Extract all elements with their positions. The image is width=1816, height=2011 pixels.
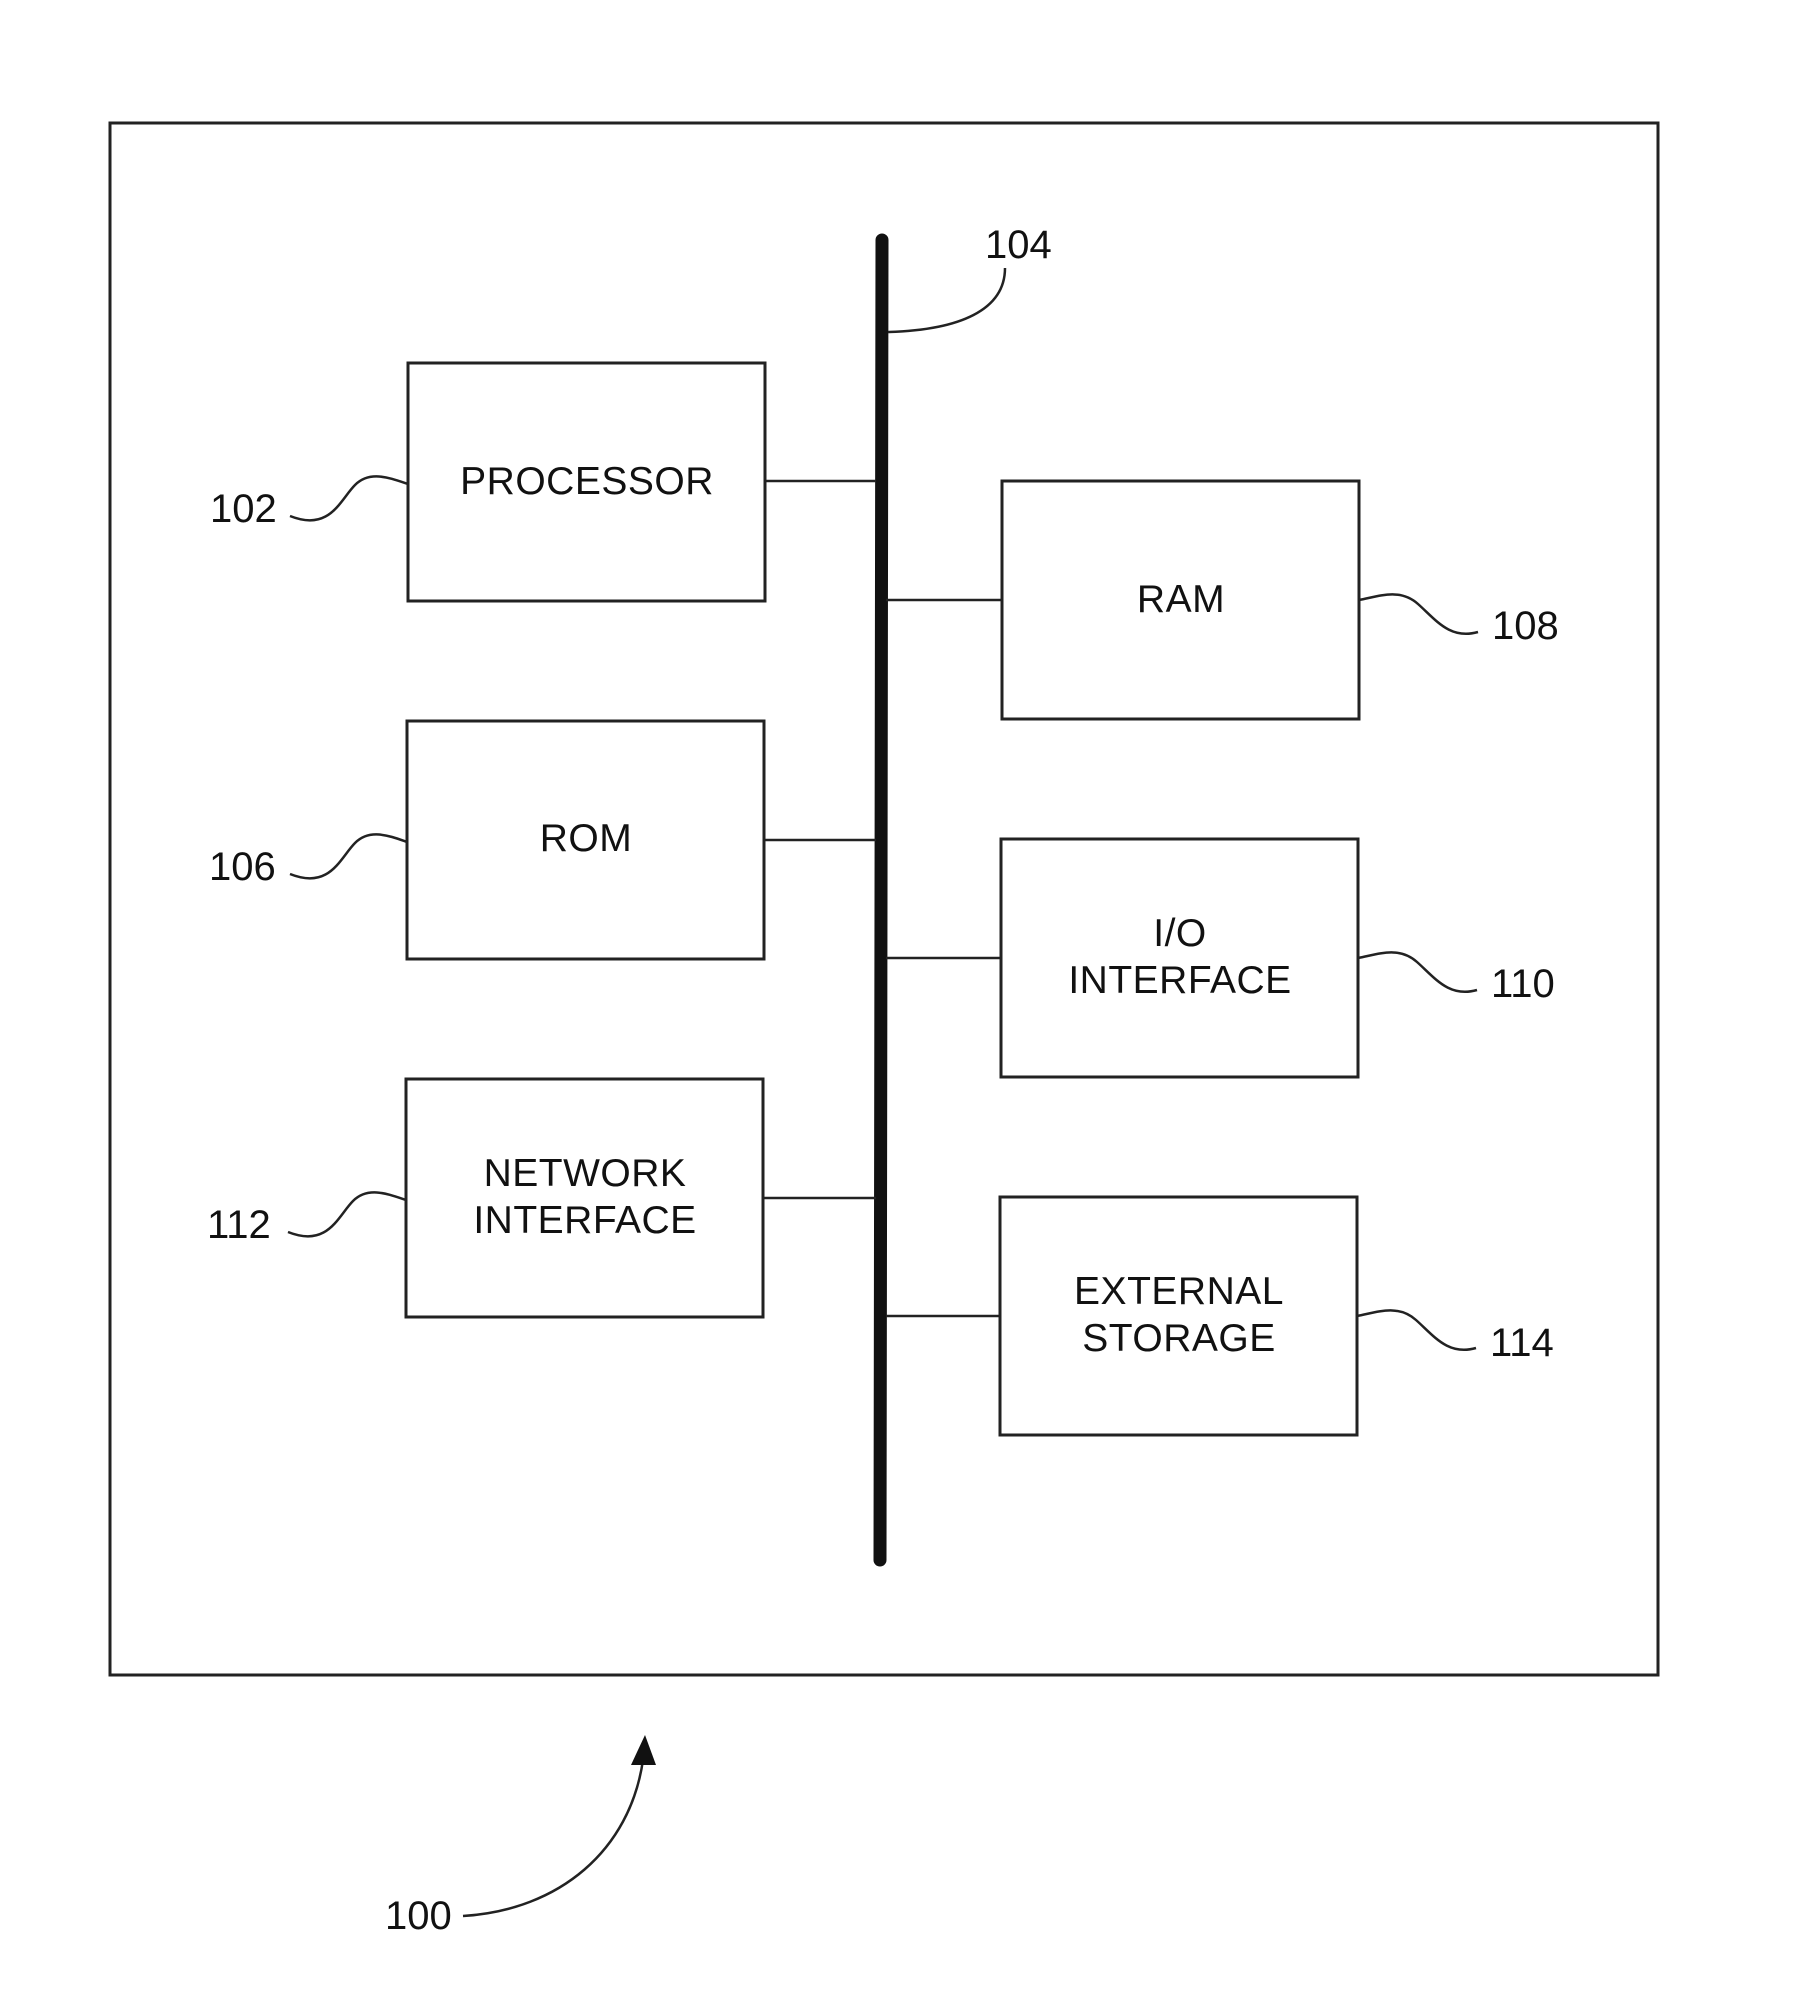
processor-ref-number: 102 [210, 487, 277, 531]
external-storage-block: EXTERNAL STORAGE [1000, 1197, 1357, 1435]
ram-leader-line [1359, 594, 1478, 633]
ram-label: RAM [1137, 578, 1225, 621]
system-ref-arrowhead [631, 1735, 656, 1765]
bus-leader-line [888, 268, 1005, 332]
rom-block: ROM [407, 721, 764, 959]
io-interface-label-line-1: I/O [1153, 912, 1207, 955]
external-storage-label-line-2: STORAGE [1082, 1317, 1276, 1360]
rom-label: ROM [540, 817, 633, 860]
system-ref-number: 100 [385, 1894, 452, 1938]
rom-ref-number: 106 [209, 845, 276, 889]
ram-ref-number: 108 [1492, 604, 1559, 648]
io-interface-label-line-2: INTERFACE [1068, 959, 1291, 1002]
network-interface-box [406, 1079, 763, 1317]
bus-ref-number: 104 [985, 223, 1052, 267]
network-interface-leader-line [288, 1192, 406, 1236]
system-ref-arrow-line [463, 1760, 643, 1916]
external-storage-label-line-1: EXTERNAL [1074, 1270, 1284, 1313]
external-storage-box [1000, 1197, 1357, 1435]
network-interface-ref-number: 112 [207, 1203, 271, 1247]
io-interface-box [1001, 839, 1358, 1077]
system-bus [880, 240, 882, 1560]
external-storage-leader-line [1357, 1310, 1476, 1349]
io-interface-block: I/O INTERFACE [1001, 839, 1358, 1077]
processor-block: PROCESSOR [408, 363, 765, 601]
network-interface-label-line-2: INTERFACE [473, 1199, 696, 1242]
external-storage-ref-number: 114 [1490, 1321, 1554, 1365]
io-interface-leader-line [1358, 952, 1477, 991]
processor-label: PROCESSOR [460, 460, 714, 503]
rom-leader-line [290, 834, 407, 878]
processor-leader-line [290, 476, 408, 520]
io-interface-ref-number: 110 [1491, 962, 1555, 1006]
network-interface-block: NETWORK INTERFACE [406, 1079, 763, 1317]
network-interface-label-line-1: NETWORK [484, 1152, 687, 1195]
ram-block: RAM [1002, 481, 1359, 719]
